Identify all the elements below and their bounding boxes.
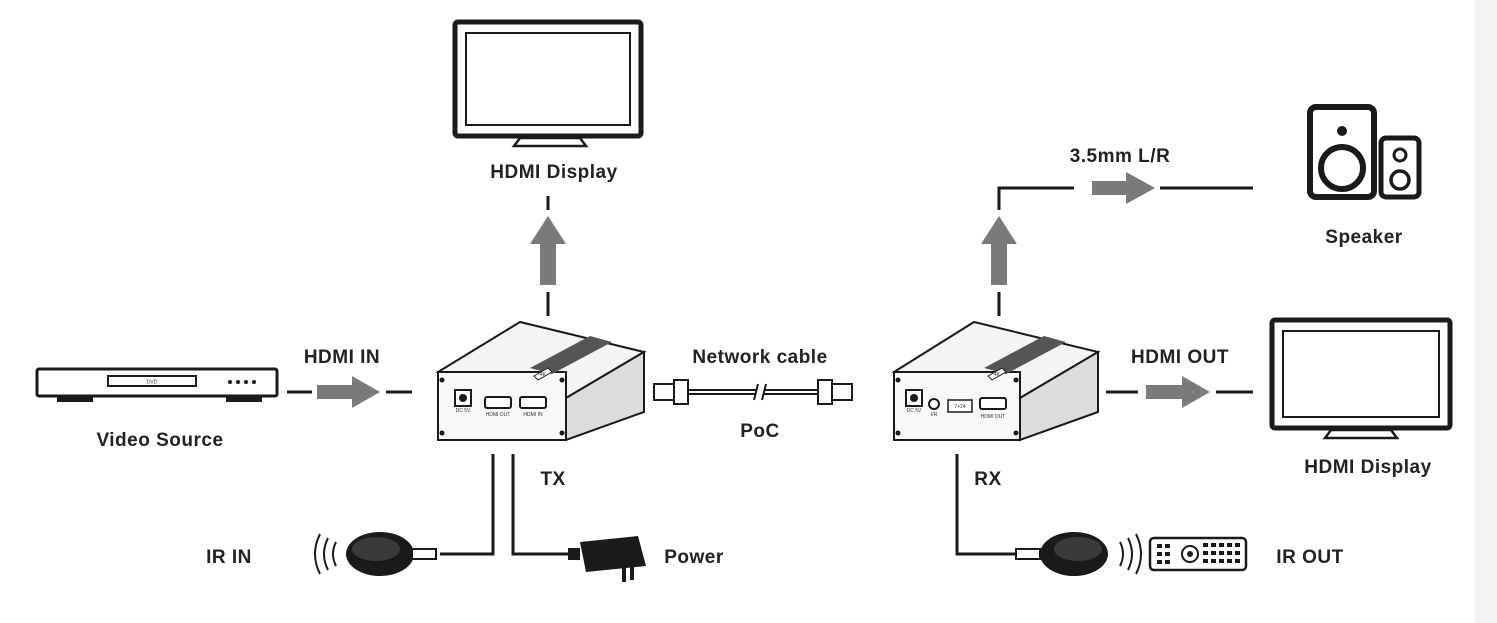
rx-to-speaker-link <box>981 172 1253 316</box>
right-arrow <box>1146 376 1210 408</box>
video-source-label: Video Source <box>96 430 223 451</box>
hdmi-in-link <box>287 376 412 408</box>
svg-text:DC 5V: DC 5V <box>456 408 471 414</box>
rx-label: RX <box>974 469 1001 490</box>
svg-text:I/R: I/R <box>931 412 938 418</box>
ir-out-cable <box>955 454 1018 556</box>
speaker-label: Speaker <box>1325 227 1403 248</box>
up-arrow <box>530 216 566 285</box>
svg-text:DC 5V: DC 5V <box>907 408 922 414</box>
ir-in-label: IR IN <box>206 547 252 568</box>
dvd-player: DVD <box>35 367 279 402</box>
ir-receiver <box>346 532 437 576</box>
right-display-label: HDMI Display <box>1304 457 1431 478</box>
power-label: Power <box>664 547 724 568</box>
svg-text:HDMI OUT: HDMI OUT <box>486 412 511 418</box>
tx-label: TX <box>540 469 565 490</box>
network-cable-label: Network cable <box>692 347 827 368</box>
tx-transmitter: 4K DC 5V HDMI OUT HDMI IN <box>435 320 647 442</box>
tx-to-display-link <box>530 196 566 316</box>
hdmi-out-link <box>1106 376 1253 408</box>
ir-out-label: IR OUT <box>1276 547 1343 568</box>
page-scrollbar[interactable] <box>1475 0 1497 623</box>
svg-text:4K: 4K <box>994 372 1001 378</box>
network-cable <box>653 379 853 405</box>
ir-waves-out <box>1119 533 1142 575</box>
svg-text:DVD: DVD <box>147 380 158 386</box>
ir-in-cable <box>440 454 495 556</box>
svg-text:HDMI OUT: HDMI OUT <box>981 414 1006 420</box>
power-adapter-icon <box>568 536 646 582</box>
right-arrow <box>1092 172 1155 204</box>
remote-control-icon <box>1148 536 1248 572</box>
hdmi-in-label: HDMI IN <box>304 347 380 368</box>
right-arrow <box>317 376 380 408</box>
ir-waves-in <box>314 533 337 575</box>
hdmi-out-label: HDMI OUT <box>1131 347 1229 368</box>
svg-text:HDMI IN: HDMI IN <box>523 412 543 418</box>
power-cable <box>511 454 572 556</box>
rx-receiver: 4K DC 5V I/R 7+24 HDMI OUT <box>891 320 1101 442</box>
up-arrow <box>981 216 1017 285</box>
speaker <box>1307 104 1422 200</box>
svg-text:4K: 4K <box>540 372 547 378</box>
top-hdmi-display <box>452 19 644 148</box>
top-display-label: HDMI Display <box>490 162 617 183</box>
audio-label: 3.5mm L/R <box>1070 146 1171 167</box>
svg-text:7+24: 7+24 <box>954 404 965 410</box>
right-hdmi-display <box>1269 317 1453 440</box>
poc-label: PoC <box>740 421 780 442</box>
ir-emitter <box>1015 532 1108 576</box>
